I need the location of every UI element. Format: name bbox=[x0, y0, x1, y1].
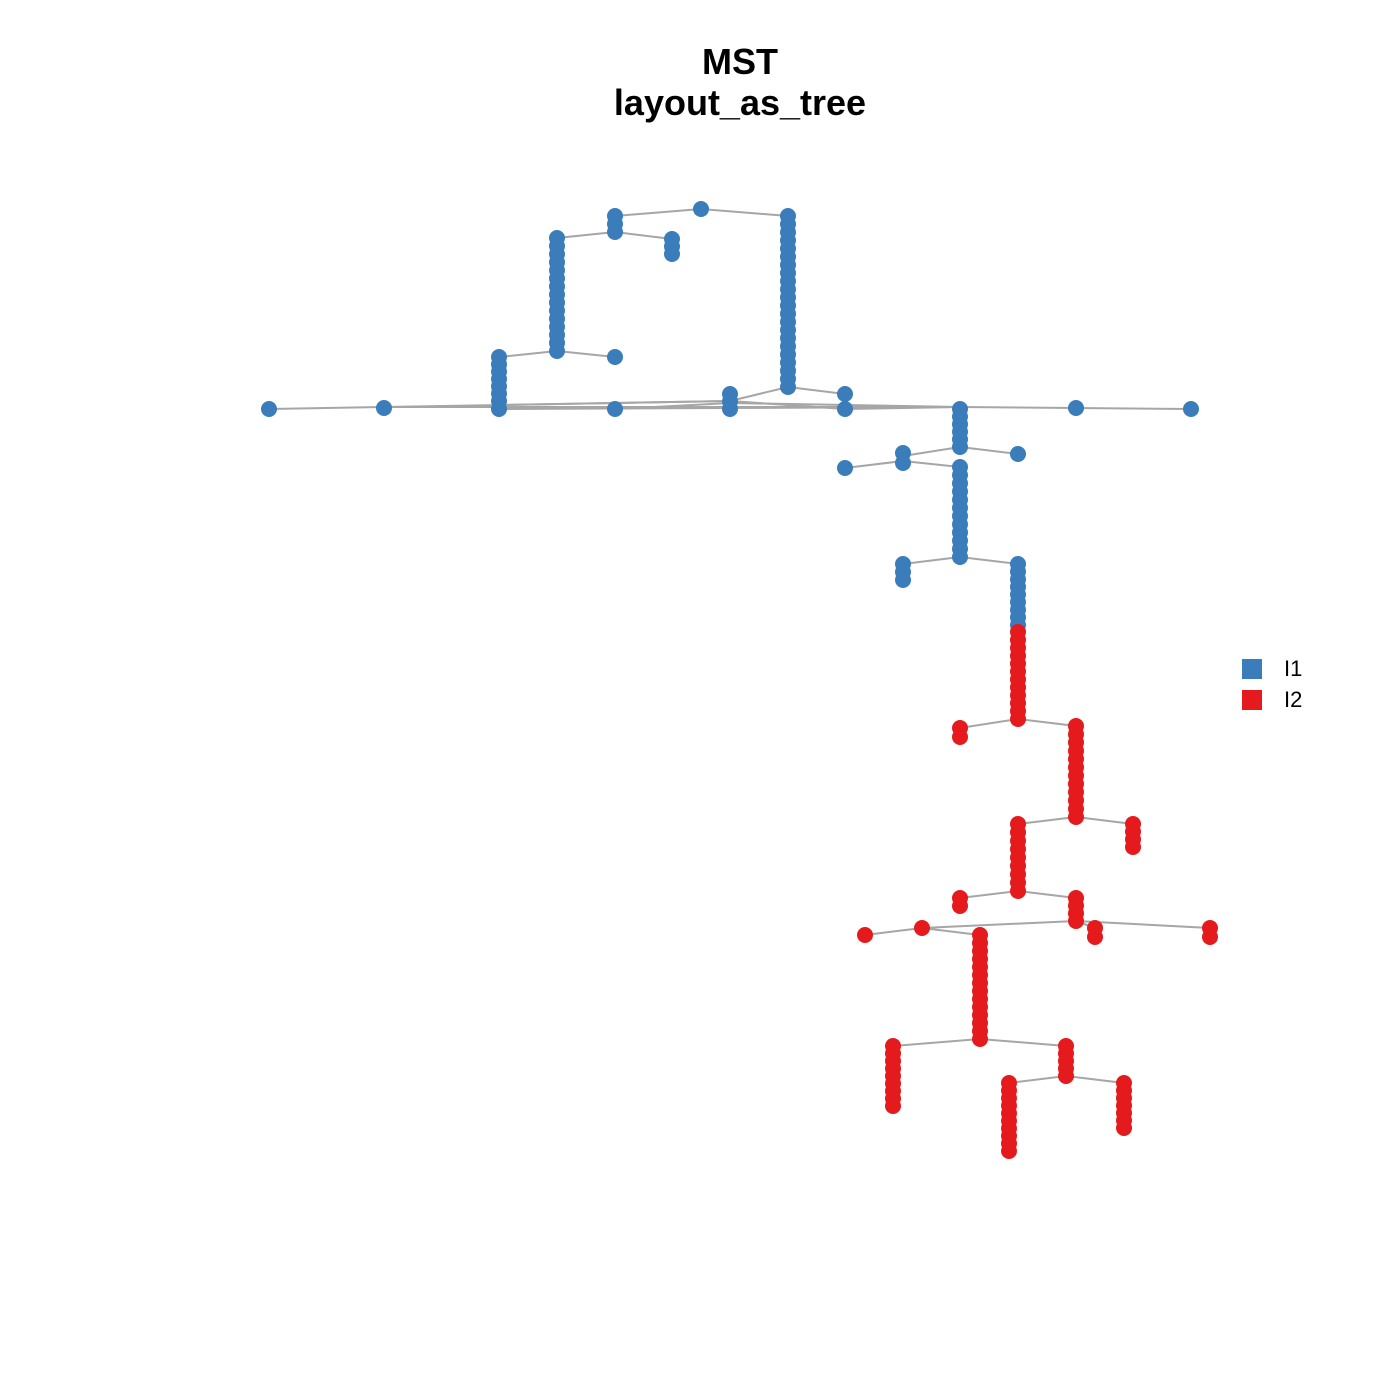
tree-edge bbox=[556, 350, 616, 358]
tree-node bbox=[1068, 809, 1084, 825]
tree-node bbox=[491, 401, 507, 417]
tree-node bbox=[1068, 913, 1084, 929]
tree-node bbox=[837, 401, 853, 417]
tree-node bbox=[607, 401, 623, 417]
tree-edge bbox=[268, 406, 385, 410]
tree-node bbox=[1010, 883, 1026, 899]
root-node bbox=[693, 201, 709, 217]
tree-node bbox=[972, 1031, 988, 1047]
tree-edge bbox=[902, 446, 961, 457]
tree-node bbox=[837, 386, 853, 402]
tree-edge bbox=[729, 386, 789, 402]
tree-edge bbox=[959, 718, 1019, 729]
tree-node bbox=[952, 439, 968, 455]
tree-node bbox=[1058, 1068, 1074, 1084]
legend-swatch-i2 bbox=[1242, 689, 1262, 710]
edge-layer bbox=[268, 208, 1211, 1084]
tree-edge bbox=[614, 402, 731, 410]
tree-node bbox=[914, 920, 930, 936]
tree-edge bbox=[864, 927, 923, 936]
tree-node bbox=[1116, 1120, 1132, 1136]
tree-node bbox=[780, 379, 796, 395]
tree-node bbox=[952, 729, 968, 745]
tree-edge bbox=[1075, 816, 1134, 825]
tree-edge bbox=[844, 406, 961, 410]
tree-edge bbox=[498, 350, 558, 358]
tree-node bbox=[664, 246, 680, 262]
tree-edge bbox=[844, 460, 904, 469]
tree-edge bbox=[921, 920, 1077, 929]
legend-label-i1: I1 bbox=[1284, 655, 1303, 681]
tree-edge bbox=[614, 208, 702, 217]
legend-item-i1: I1 bbox=[1242, 653, 1302, 684]
tree-edge bbox=[787, 386, 846, 395]
tree-edge bbox=[729, 400, 846, 410]
tree-node bbox=[1001, 1143, 1017, 1159]
node-layer bbox=[261, 201, 1218, 1159]
tree-node bbox=[895, 572, 911, 588]
tree-edge bbox=[902, 556, 961, 565]
tree-node bbox=[376, 400, 392, 416]
tree-node bbox=[952, 549, 968, 565]
tree-node bbox=[837, 460, 853, 476]
tree-edge bbox=[959, 446, 1019, 455]
tree-edge bbox=[1017, 816, 1077, 825]
tree-edge bbox=[979, 1038, 1067, 1047]
tree-node bbox=[722, 401, 738, 417]
legend-swatch-i1 bbox=[1242, 658, 1262, 679]
tree-node bbox=[607, 224, 623, 240]
tree-node bbox=[1202, 929, 1218, 945]
plot-title: MST bbox=[702, 41, 778, 82]
tree-node bbox=[885, 1098, 901, 1114]
legend-label-i2: I2 bbox=[1284, 686, 1303, 712]
tree-node bbox=[1087, 929, 1103, 945]
tree-node bbox=[1068, 400, 1084, 416]
tree-edge bbox=[959, 556, 1019, 565]
tree-node bbox=[1125, 839, 1141, 855]
tree-node bbox=[549, 343, 565, 359]
tree-edge bbox=[700, 208, 789, 217]
tree-edge bbox=[1008, 1075, 1067, 1084]
tree-edge bbox=[1075, 407, 1192, 410]
tree-edge bbox=[959, 406, 1077, 409]
tree-edge bbox=[556, 231, 616, 239]
tree-edge bbox=[892, 1038, 981, 1047]
tree-node bbox=[952, 898, 968, 914]
tree-node bbox=[261, 401, 277, 417]
tree-node bbox=[857, 927, 873, 943]
tree-edge bbox=[614, 231, 673, 240]
tree-node bbox=[895, 455, 911, 471]
tree-edge bbox=[1065, 1075, 1125, 1084]
tree-edge bbox=[959, 890, 1019, 899]
plot-subtitle: layout_as_tree bbox=[613, 82, 867, 123]
tree-edge bbox=[1017, 718, 1077, 727]
tree-edge bbox=[902, 460, 961, 468]
tree-edge bbox=[921, 927, 981, 936]
tree-node bbox=[1010, 711, 1026, 727]
tree-node bbox=[607, 349, 623, 365]
tree-node bbox=[1183, 401, 1199, 417]
tree-edge bbox=[1017, 890, 1077, 899]
legend-item-i2: I2 bbox=[1242, 684, 1302, 715]
legend: I1 I2 bbox=[1242, 653, 1302, 715]
tree-node bbox=[1010, 446, 1026, 462]
